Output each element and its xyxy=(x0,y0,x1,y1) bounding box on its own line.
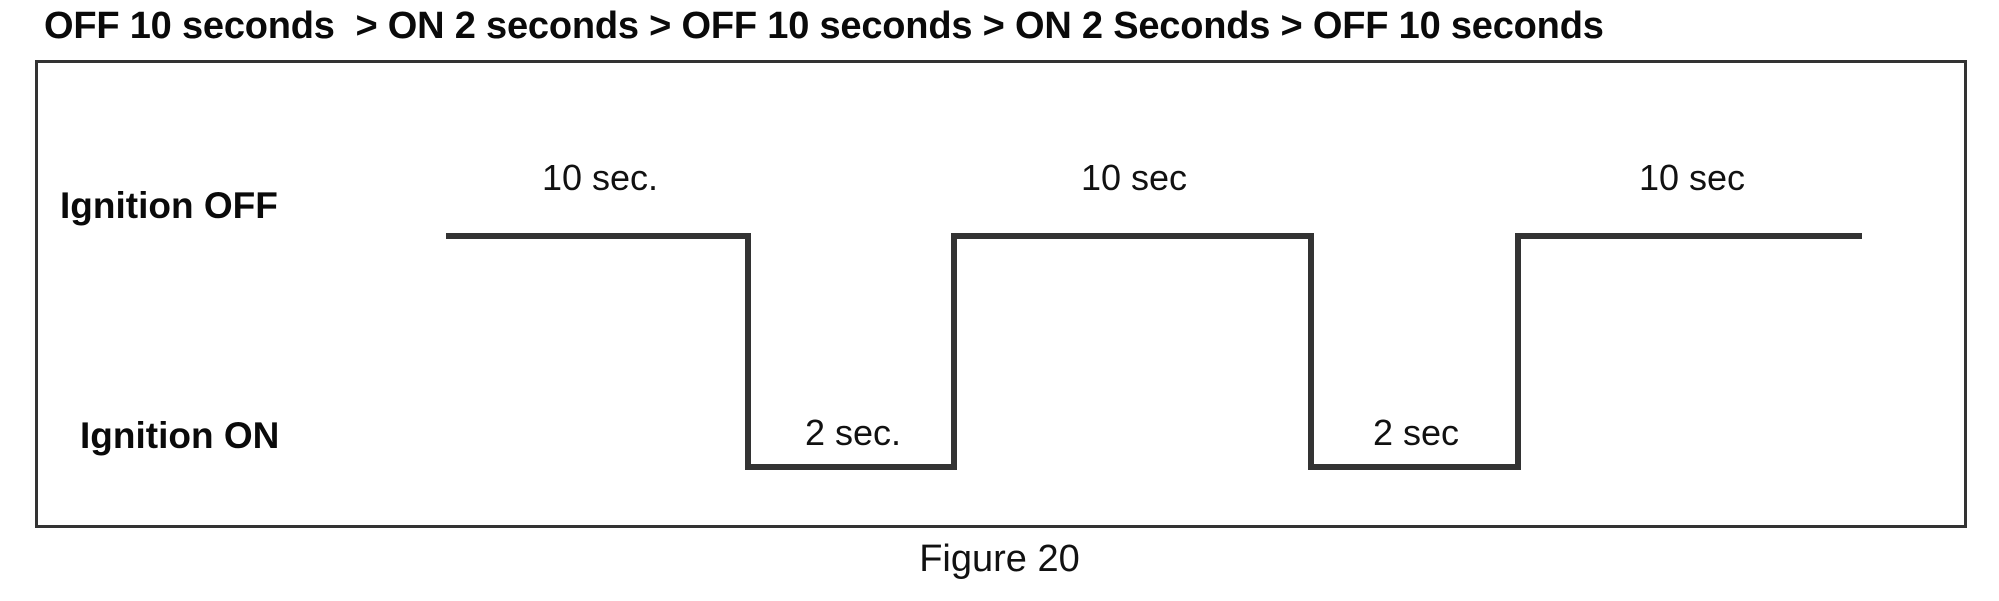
timing-waveform xyxy=(35,60,1967,528)
duration-label-off-3: 10 sec xyxy=(1638,157,1746,198)
state-label-ignition-on: Ignition ON xyxy=(80,415,280,456)
figure-caption: Figure 20 xyxy=(919,538,1080,580)
waveform-svg xyxy=(446,233,1862,470)
duration-label-on-2: 2 sec xyxy=(1372,412,1460,453)
duration-label-off-1: 10 sec. xyxy=(541,157,659,198)
duration-label-on-1: 2 sec. xyxy=(804,412,902,453)
state-label-ignition-off: Ignition OFF xyxy=(60,185,278,226)
ignition-square-wave-path xyxy=(446,233,1862,470)
duration-label-off-2: 10 sec xyxy=(1080,157,1188,198)
sequence-title: OFF 10 seconds > ON 2 seconds > OFF 10 s… xyxy=(44,5,1604,47)
figure-frame xyxy=(35,60,1967,528)
